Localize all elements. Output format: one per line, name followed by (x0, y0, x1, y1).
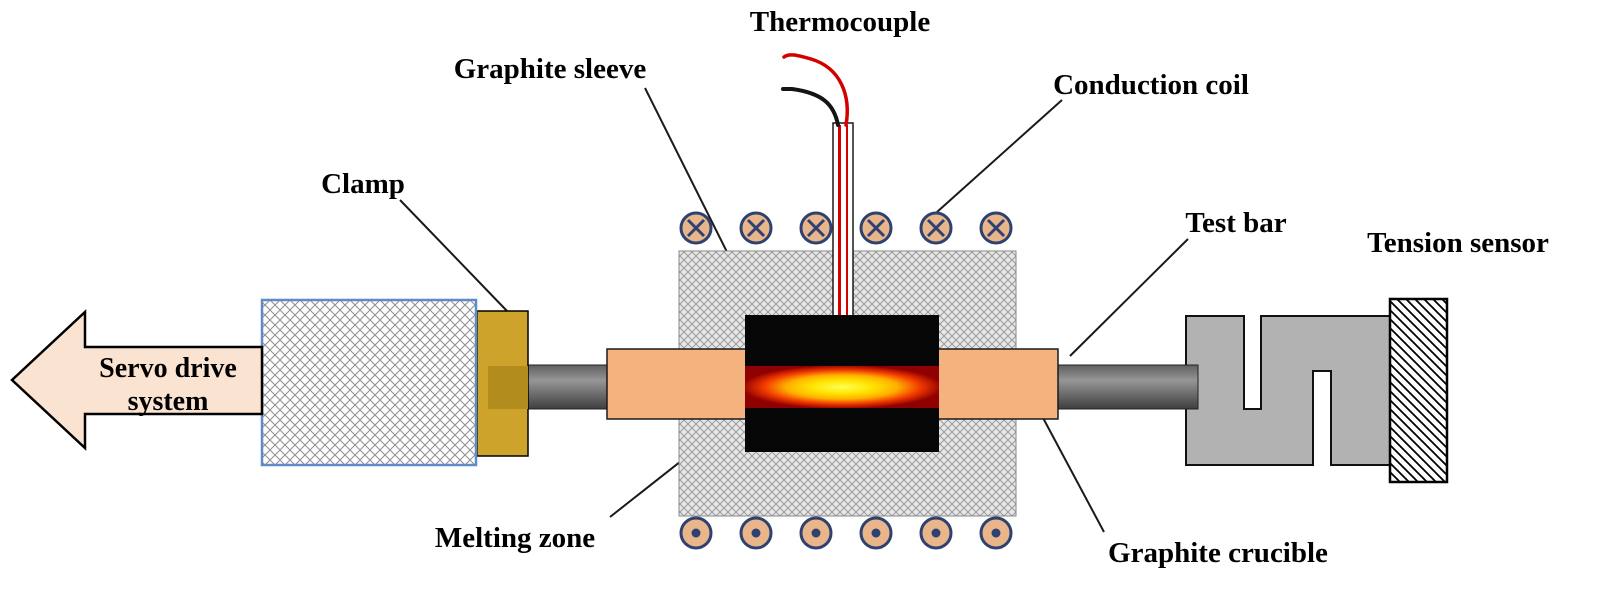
label-graphite-crucible: Graphite crucible (1108, 537, 1328, 569)
coil-current-into-page-icon (859, 211, 893, 245)
melting-zone (745, 366, 939, 408)
servo-coupling-block (260, 298, 478, 467)
servo-drive-arrow (10, 309, 264, 451)
fixed-wall (1388, 297, 1449, 484)
leader-conduction-coil (936, 99, 1063, 213)
leader-test-bar (1069, 238, 1189, 357)
label-thermocouple: Thermocouple (750, 6, 931, 38)
coil-current-into-page-icon (679, 211, 713, 245)
coil-current-into-page-icon (739, 211, 773, 245)
clamp-inner-notch (488, 366, 528, 409)
coil-current-out-of-page-icon (859, 516, 893, 550)
coil-current-into-page-icon (979, 211, 1013, 245)
thermocouple-probe (832, 122, 854, 322)
coil-current-into-page-icon (799, 211, 833, 245)
crucible-top-block (745, 315, 939, 367)
label-servo-drive-line2: system (128, 386, 209, 417)
label-test-bar: Test bar (1185, 207, 1286, 239)
label-melting-zone: Melting zone (435, 522, 595, 554)
coil-current-out-of-page-icon (739, 516, 773, 550)
thermocouple-wire-black (781, 87, 840, 127)
label-tension-sensor: Tension sensor (1367, 227, 1549, 259)
coil-current-into-page-icon (919, 211, 953, 245)
coil-current-out-of-page-icon (919, 516, 953, 550)
leader-clamp (399, 199, 508, 312)
coil-current-out-of-page-icon (799, 516, 833, 550)
coil-current-out-of-page-icon (979, 516, 1013, 550)
coil-current-out-of-page-icon (679, 516, 713, 550)
thermocouple-sheath (832, 122, 854, 322)
conduction-coil-bottom-row (679, 516, 1013, 550)
thermocouple-wire-red (782, 53, 849, 127)
label-servo-drive-line1: Servo drive (99, 353, 237, 384)
label-clamp: Clamp (321, 168, 405, 200)
tension-sensor-block (1185, 315, 1391, 466)
label-conduction-coil: Conduction coil (1053, 69, 1249, 101)
crucible-bottom-block (745, 407, 939, 452)
label-graphite-sleeve: Graphite sleeve (454, 53, 647, 85)
leader-graphite-crucible (1041, 415, 1105, 533)
